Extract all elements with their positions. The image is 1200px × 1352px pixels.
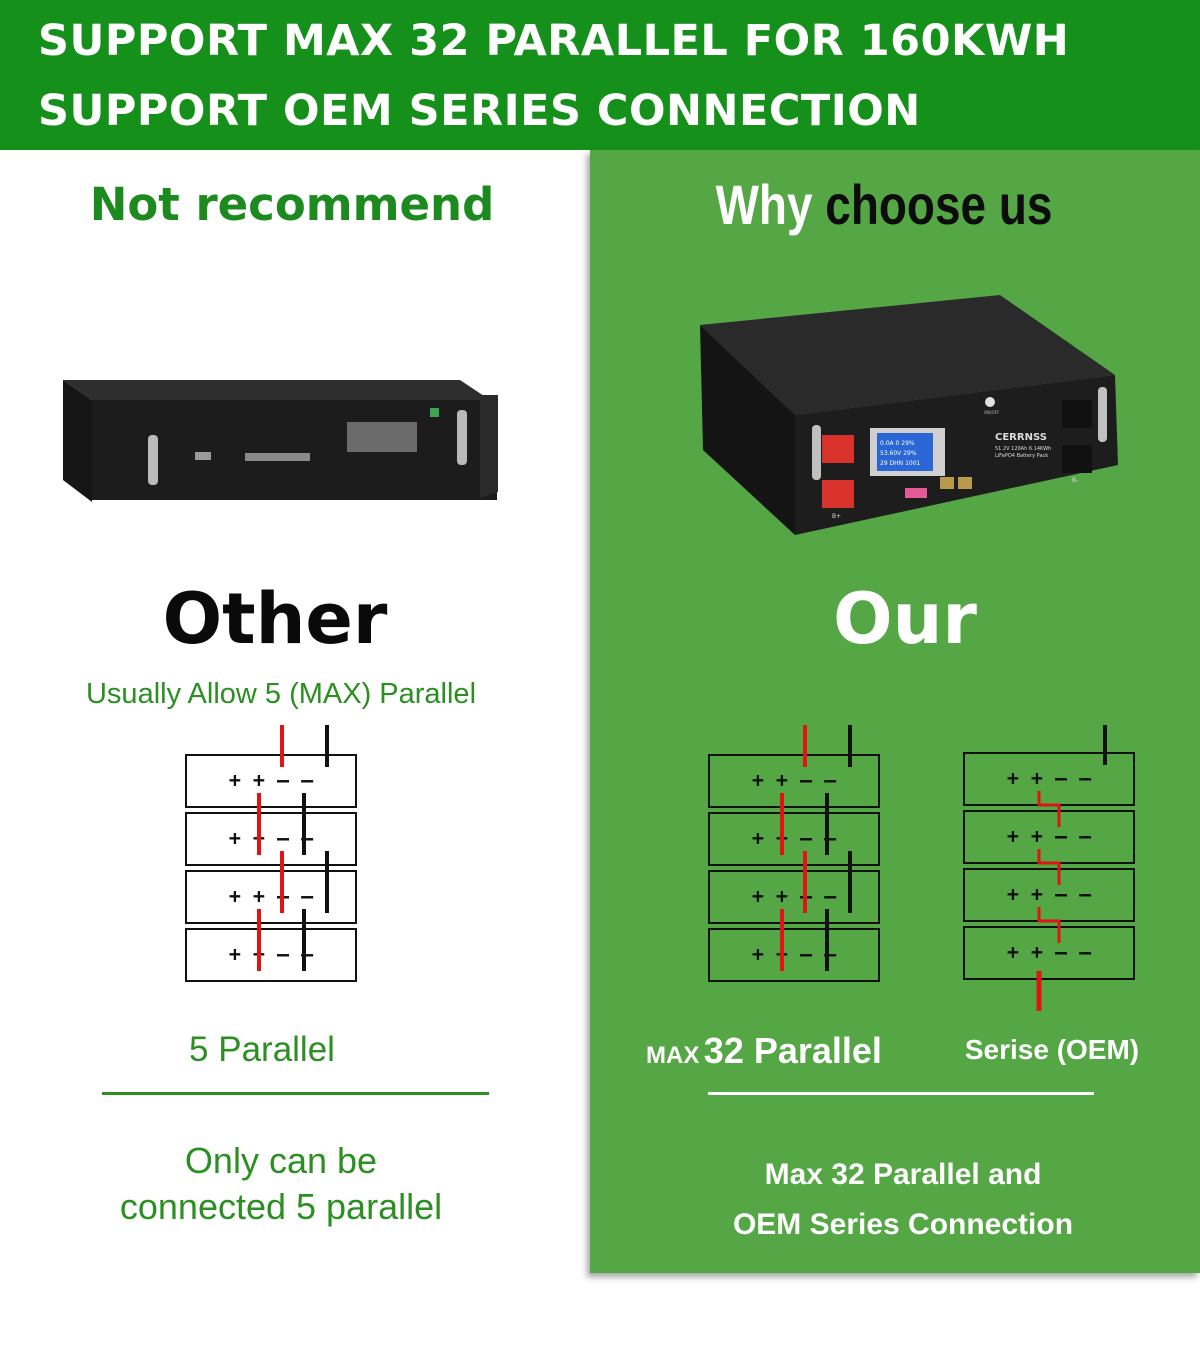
terminal-signs: + + – –: [229, 884, 314, 908]
battery-module: [185, 928, 357, 982]
our-rack-positive-terminal-1: [822, 435, 854, 463]
our-rack-lcd-screen: [877, 433, 933, 471]
our-rack-power-label: ON/OFF: [984, 410, 1000, 415]
top-banner: SUPPORT MAX 32 PARALLEL FOR 160KWH SUPPO…: [0, 0, 1200, 150]
our-rack-positive-terminal-2: [822, 480, 854, 508]
other-footer-line1: Only can be: [184, 1140, 378, 1181]
other-rack-front: [92, 400, 497, 500]
battery-module: [185, 812, 357, 866]
our-rack-terminal-neg-label: B-: [1072, 477, 1078, 484]
left-divider: [102, 1092, 489, 1095]
max-parallel-caption-small: MAX: [646, 1042, 700, 1069]
series-jumper: [1037, 849, 1061, 885]
other-rack-terminal-block: [347, 422, 417, 452]
our-rack-model-line2: LiFePO4 Battery Pack: [995, 453, 1048, 459]
battery-module: [708, 870, 880, 924]
battery-module: [708, 754, 880, 808]
terminal-signs: + + – –: [752, 826, 837, 850]
series-jumper: [1037, 907, 1061, 943]
battery-module: [708, 928, 880, 982]
our-rack-dip-switch: [905, 488, 927, 498]
series-caption: Serise (OEM): [964, 1034, 1140, 1065]
other-rack-top: [63, 380, 490, 400]
battery-module: [963, 926, 1135, 980]
other-rack-right-handle: [457, 410, 467, 465]
other-rack-status-led: [430, 408, 439, 417]
our-footer-line1: Max 32 Parallel and: [764, 1158, 1042, 1191]
our-footer-text: Max 32 Parallel and OEM Series Connectio…: [733, 1150, 1073, 1250]
our-rack-right-handle: [1098, 387, 1107, 442]
our-rack-power-button: [985, 397, 995, 407]
terminal-signs: + + – –: [1007, 824, 1092, 848]
terminal-signs: + + – –: [752, 768, 837, 792]
other-subtitle: Usually Allow 5 (MAX) Parallel: [85, 678, 477, 710]
our-rack-battery-image: 0.0A 0 29% 53.60V 29% 29 DHN 1001 ON/OFF…: [700, 295, 1118, 535]
left-heading: Not recommend: [89, 178, 495, 231]
right-heading-word1: Why: [715, 173, 813, 236]
other-footer-line2: connected 5 parallel: [119, 1186, 443, 1227]
other-rack-left-handle: [148, 435, 158, 485]
battery-module: [708, 812, 880, 866]
left-parallel-diagram: + + – – + + – – + + – – + + – –: [185, 725, 357, 982]
series-diagram: + + – – + + – – + + – – + + – –: [963, 725, 1135, 1011]
terminal-signs: + + – –: [1007, 766, 1092, 790]
terminal-signs: + + – –: [752, 884, 837, 908]
other-rack-body: [63, 380, 92, 502]
max-parallel-caption: MAX 32 Parallel: [646, 1030, 882, 1072]
series-jumper: [1037, 791, 1061, 827]
right-divider: [708, 1092, 1094, 1095]
other-rack-ear: [480, 395, 498, 498]
our-rack-lcd-line1: 0.0A 0 29%: [880, 440, 915, 447]
other-rack-port-1: [195, 452, 211, 460]
terminal-signs: + + – –: [1007, 940, 1092, 964]
our-rack-rj45-port-1: [940, 477, 954, 489]
banner-line-1: SUPPORT MAX 32 PARALLEL FOR 160KWH: [38, 16, 1070, 66]
max-parallel-diagram: + + – – + + – – + + – – + + – –: [708, 725, 880, 982]
our-rack-brand: CERRNSS: [995, 432, 1047, 443]
right-heading: Why choose us: [716, 172, 1053, 237]
battery-module: [185, 870, 357, 924]
other-title: Other: [162, 578, 388, 660]
our-rack-negative-terminal-2: [1062, 445, 1092, 473]
our-rack-terminal-pos-label: B+: [832, 513, 841, 520]
our-footer-line2: OEM Series Connection: [732, 1208, 1074, 1241]
other-footer-text: Only can be connected 5 parallel: [120, 1138, 442, 1230]
our-rack-top: [700, 295, 1115, 415]
terminal-signs: + + – –: [229, 826, 314, 850]
banner-line-2: SUPPORT OEM SERIES CONNECTION: [38, 86, 921, 136]
our-rack-left-handle: [812, 425, 821, 480]
terminal-signs: + + – –: [752, 942, 837, 966]
our-rack-rj45-port-2: [958, 477, 972, 489]
battery-module: [185, 754, 357, 808]
our-rack-negative-terminal-1: [1062, 400, 1092, 428]
our-rack-side: [700, 325, 795, 535]
our-title: Our: [833, 578, 977, 660]
other-rack-battery-image: [63, 380, 498, 502]
our-rack-lcd-line2: 53.60V 29%: [880, 450, 917, 457]
our-rack-lcd-line3: 29 DHN 1001: [880, 460, 921, 467]
five-parallel-caption: 5 Parallel: [189, 1030, 335, 1069]
terminal-signs: + + – –: [229, 942, 314, 966]
max-parallel-caption-big: 32 Parallel: [703, 1030, 882, 1071]
terminal-signs: + + – –: [1007, 882, 1092, 906]
our-rack-front: [795, 375, 1118, 535]
our-rack-model-line1: 51.2V 120Ah 6.14KWh: [995, 446, 1051, 452]
terminal-signs: + + – –: [229, 768, 314, 792]
right-heading-word2: choose us: [825, 173, 1053, 236]
other-rack-port-2: [245, 453, 310, 461]
